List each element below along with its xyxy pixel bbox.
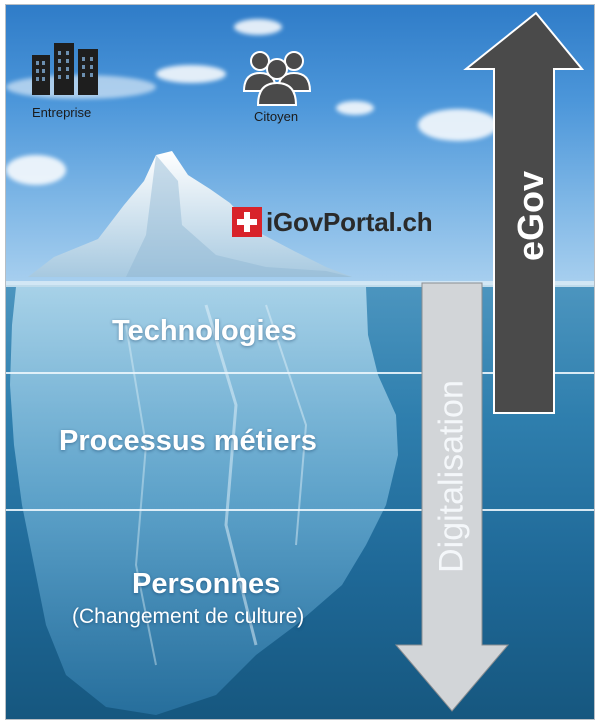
- layer-divider: [6, 372, 594, 374]
- layer-processus: Processus métiers: [59, 425, 317, 457]
- layer-personnes-subtitle: (Changement de culture): [72, 605, 305, 628]
- cloud: [234, 19, 282, 35]
- igovportal-logo: iGovPortal.ch: [232, 205, 433, 239]
- iceberg-underwater: [10, 287, 398, 715]
- iceberg: [6, 151, 594, 715]
- digitalisation-arrow: [394, 282, 510, 712]
- egov-arrow: [463, 11, 585, 414]
- iceberg-tip-shade: [126, 155, 352, 277]
- citoyen-label: Citoyen: [254, 109, 299, 124]
- iceberg-diagram: Entreprise Citoyen iGovPortal.ch Technol…: [5, 4, 595, 720]
- cloud: [156, 65, 226, 83]
- layer-divider: [6, 509, 594, 511]
- swiss-flag-icon: [232, 207, 262, 237]
- layer-personnes: Personnes: [132, 568, 281, 600]
- portal-name: iGovPortal.ch: [266, 206, 433, 237]
- egov-label: eGov: [510, 170, 551, 262]
- entreprise-label: Entreprise: [32, 105, 92, 120]
- citoyen-icon: [242, 43, 312, 112]
- cloud: [418, 109, 498, 141]
- layer-technologies: Technologies: [112, 315, 297, 347]
- entreprise-icon: [30, 41, 102, 100]
- cloud: [336, 101, 374, 115]
- iceberg-tip: [28, 151, 352, 277]
- cloud: [6, 155, 66, 185]
